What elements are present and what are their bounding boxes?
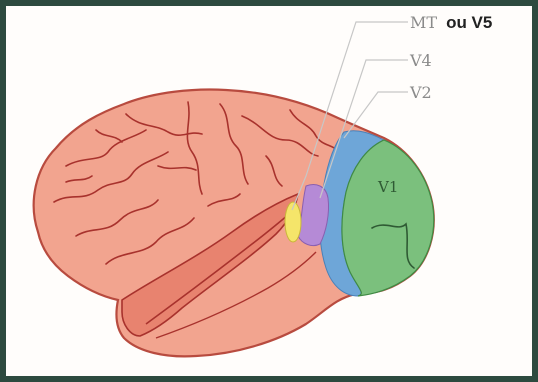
mt-label: MT ou V5: [410, 13, 492, 32]
figure-canvas: MT ou V5 V4 V2 V1: [6, 6, 532, 376]
v1-label: V1: [377, 178, 398, 196]
brain-diagram: MT ou V5 V4 V2 V1: [6, 6, 532, 376]
v2-label: V2: [409, 83, 432, 102]
v4-label: V4: [409, 51, 432, 70]
